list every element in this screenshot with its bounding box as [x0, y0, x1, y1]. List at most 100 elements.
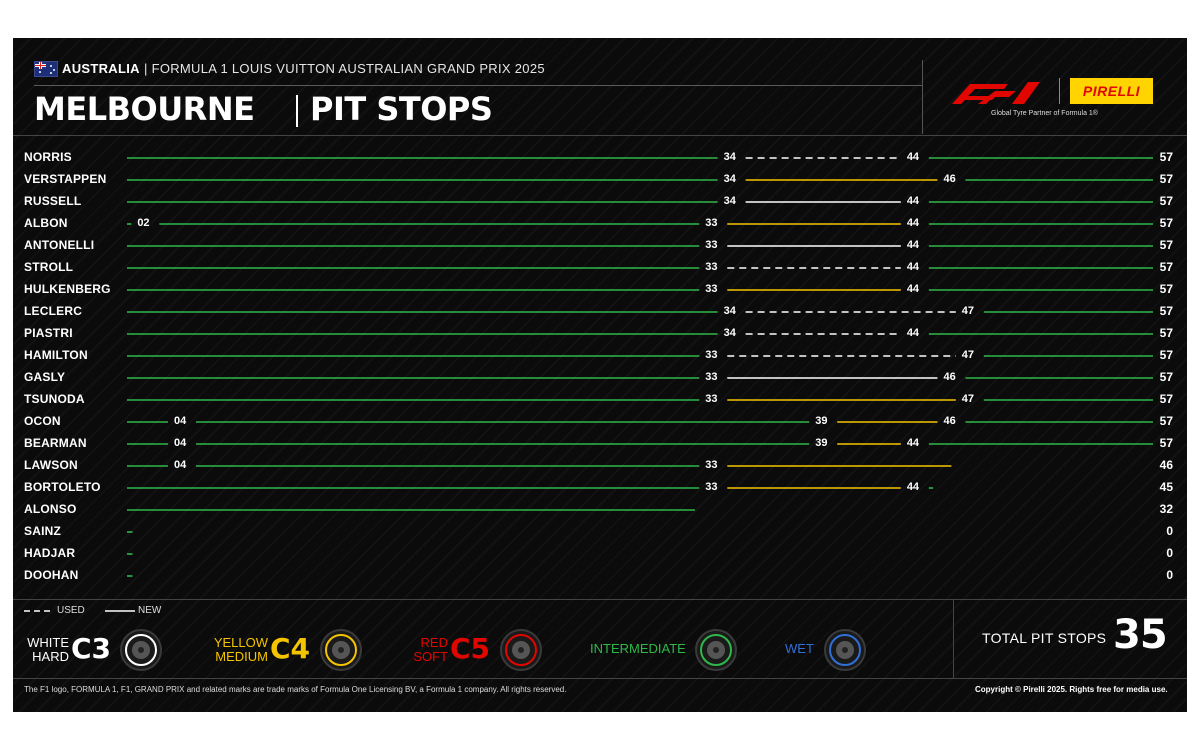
pit-lap-label: 34: [723, 173, 736, 185]
pit-lap-label: 39: [815, 437, 828, 449]
tyre-medium-icon: [320, 629, 362, 671]
laps-completed-label: 57: [1159, 348, 1173, 362]
pit-lap-label: 44: [906, 151, 920, 163]
driver-name: SAINZ: [24, 524, 61, 538]
legend-used-label: USED: [57, 605, 85, 616]
pit-lap-label: 33: [705, 349, 718, 361]
driver-name: PIASTRI: [24, 326, 73, 340]
laps-completed-label: 32: [1159, 502, 1173, 516]
summary-divider: [953, 599, 954, 679]
laps-completed-label: 57: [1159, 326, 1173, 340]
pit-lap-label: 47: [961, 393, 975, 405]
pit-lap-label: 44: [906, 239, 920, 251]
footer-divider: [13, 678, 1187, 679]
driver-name: STROLL: [24, 260, 74, 274]
pit-lap-label: 04: [173, 437, 187, 449]
tyre-soft-icon: [500, 629, 542, 671]
driver-name: ALBON: [24, 216, 68, 230]
laps-completed-label: 57: [1159, 172, 1173, 186]
footer-disclaimer: The F1 logo, FORMULA 1, F1, GRAND PRIX a…: [24, 685, 567, 694]
driver-name: HADJAR: [24, 546, 76, 560]
laps-completed-label: 0: [1166, 524, 1173, 538]
driver-name: LAWSON: [24, 458, 78, 472]
laps-completed-label: 57: [1159, 260, 1173, 274]
laps-completed-label: 57: [1159, 414, 1173, 428]
total-pit-stops-value: 35: [1113, 612, 1168, 658]
pirelli-logo: PIRELLI: [1070, 78, 1153, 104]
pit-lap-label: 33: [705, 459, 718, 471]
partner-tagline: Global Tyre Partner of Formula 1®: [991, 110, 1098, 117]
f1-logo-icon: [952, 82, 1040, 104]
event-name: | FORMULA 1 LOUIS VUITTON AUSTRALIAN GRA…: [144, 61, 545, 76]
pit-lap-label: 33: [705, 261, 718, 273]
driver-name: RUSSELL: [24, 194, 82, 208]
laps-completed-label: 0: [1166, 546, 1173, 560]
pit-lap-label: 02: [137, 217, 150, 229]
laps-completed-label: 45: [1159, 480, 1173, 494]
laps-completed-label: 57: [1159, 282, 1173, 296]
legend-divider: [13, 599, 1187, 600]
laps-completed-label: 57: [1159, 436, 1173, 450]
header-vertical-divider: [922, 60, 923, 134]
footer-copyright: Copyright © Pirelli 2025. Rights free fo…: [975, 685, 1168, 694]
laps-completed-label: 57: [1159, 304, 1173, 318]
pit-lap-label: 44: [906, 327, 920, 339]
driver-name: LECLERC: [24, 304, 83, 318]
total-pit-stops-label: TOTAL PIT STOPS: [982, 630, 1107, 646]
pit-lap-label: 44: [906, 481, 920, 493]
pit-lap-label: 47: [961, 349, 975, 361]
pit-stop-chart: [127, 157, 1153, 577]
driver-name: ALONSO: [24, 502, 77, 516]
tyre-hard-code: C3: [71, 632, 112, 665]
header-divider: [34, 85, 922, 86]
pit-lap-label: 44: [906, 195, 920, 207]
australia-flag-icon: [34, 61, 58, 77]
tyre-soft-code: C5: [450, 632, 491, 665]
driver-name: GASLY: [24, 370, 66, 384]
laps-completed-label: 57: [1159, 238, 1173, 252]
pit-lap-label: 33: [705, 239, 718, 251]
legend-new-label: NEW: [138, 605, 162, 616]
pit-lap-label: 34: [723, 305, 736, 317]
driver-name: HAMILTON: [24, 348, 88, 362]
tyre-intermediate-label: INTERMEDIATE: [590, 641, 686, 656]
pit-lap-label: 04: [173, 459, 187, 471]
driver-name: BORTOLETO: [24, 480, 101, 494]
tyre-hard-icon: [120, 629, 162, 671]
pit-lap-label: 34: [723, 327, 736, 339]
laps-completed-label: 57: [1159, 216, 1173, 230]
driver-name: ANTONELLI: [24, 238, 95, 252]
pit-lap-label: 44: [906, 217, 920, 229]
driver-name: VERSTAPPEN: [24, 172, 107, 186]
driver-name: DOOHAN: [24, 568, 79, 582]
page-title: PIT STOPS: [310, 90, 493, 128]
title-separator: [296, 95, 298, 127]
header-bottom-divider: [13, 135, 1187, 136]
pit-lap-label: 34: [723, 195, 736, 207]
tyre-intermediate-icon: [695, 629, 737, 671]
driver-name: OCON: [24, 414, 61, 428]
pit-lap-label: 46: [943, 371, 956, 383]
used-dash-icon: [24, 610, 54, 612]
laps-completed-label: 57: [1159, 150, 1173, 164]
pit-lap-label: 33: [705, 481, 718, 493]
laps-completed-label: 57: [1159, 392, 1173, 406]
pit-lap-label: 46: [943, 173, 956, 185]
page-title-venue: MELBOURNE: [34, 90, 255, 128]
pit-lap-label: 33: [705, 393, 718, 405]
pit-lap-label: 33: [705, 371, 718, 383]
pit-lap-label: 44: [906, 261, 920, 273]
tyre-wet-icon: [824, 629, 866, 671]
pit-lap-label: 47: [961, 305, 975, 317]
graphic-frame: AUSTRALIA | FORMULA 1 LOUIS VUITTON AUST…: [13, 38, 1187, 712]
tyre-wet-label: WET: [785, 641, 814, 656]
laps-completed-label: 0: [1166, 568, 1173, 582]
pit-lap-label: 44: [906, 283, 920, 295]
pit-lap-label: 04: [173, 415, 187, 427]
laps-completed-label: 46: [1159, 458, 1173, 472]
driver-name: TSUNODA: [24, 392, 85, 406]
pit-lap-label: 34: [723, 151, 736, 163]
